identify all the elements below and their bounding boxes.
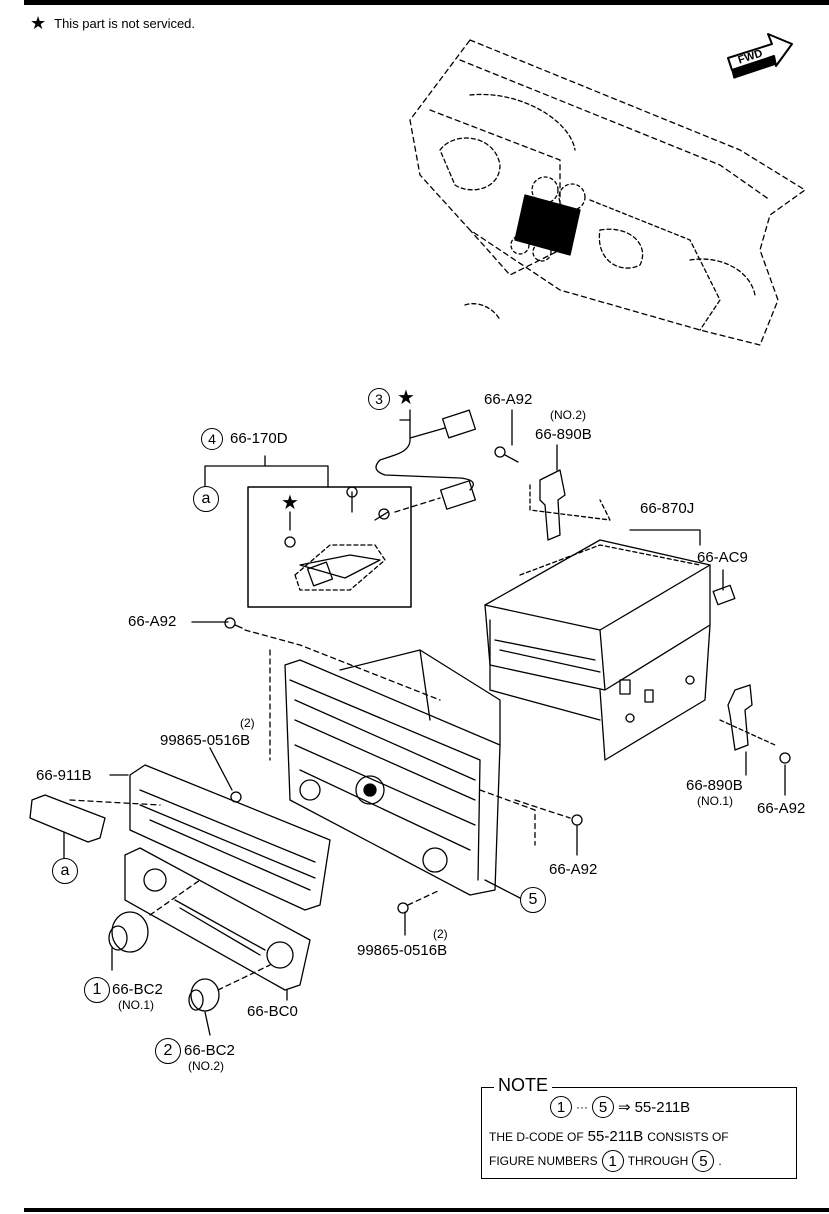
screw-a92-left [191,617,441,701]
note-line-1: 1 ··· 5 ⇒ 55-211B [550,1096,690,1118]
legend: ★ This part is not serviced. [30,14,195,32]
label-bc2-no2: 66-BC2 [184,1042,235,1059]
knob-bc2-no1 [108,879,201,971]
note-line-3-end: . [718,1154,722,1168]
bezel-911b [109,764,331,911]
note-circle-1: 1 [550,1096,572,1118]
note-line-3-circle-1: 1 [601,1150,624,1172]
note-line-2-a: THE D-CODE OF [489,1129,584,1144]
head-unit-chassis [269,649,536,896]
callout-4: 4 [201,428,223,450]
label-890b-no2: 66-890B [535,426,592,443]
leader-5 [484,879,521,899]
label-890b-no2-qty: (NO.2) [550,408,586,422]
fwd-arrow-icon [727,33,793,79]
label-a92-mid: 66-A92 [549,861,598,878]
label-a92-left: 66-A92 [128,613,177,630]
part-4-bracket-box [204,455,441,608]
leader-870j [629,529,701,546]
label-66-911b: 66-911B [36,767,92,784]
screw-0516b-bottom [397,889,441,936]
label-bc2-no1-qty: (NO.1) [118,998,154,1012]
part-66-870j-unit [484,539,736,761]
screw-a92-mid [514,799,583,856]
knob-bc2-no2 [188,964,271,1036]
callout-a-top: a [193,486,219,512]
label-66-bc0: 66-BC0 [247,1003,298,1020]
label-a92-top: 66-A92 [484,391,533,408]
note-arrow-icon: ⇒ [618,1099,631,1116]
note-line-2-b: CONSISTS OF [647,1129,729,1144]
note-circle-5: 5 [592,1096,614,1118]
label-66-870j: 66-870J [640,500,695,517]
callout-5: 5 [520,887,546,913]
label-890b-no1-qty: (NO.1) [697,794,733,808]
audio-unit-location [514,194,581,256]
callout-a-bottom: a [52,858,78,884]
label-a92-right: 66-A92 [757,800,806,817]
callout-2: 2 [155,1038,181,1064]
note-line-2-code: 55-211B [587,1128,644,1145]
label-bc2-no1: 66-BC2 [112,981,163,998]
note-line-3-a: FIGURE NUMBERS [489,1154,598,1168]
panel-bc0 [124,847,311,1001]
callout-3: 3 [368,388,390,410]
top-rule [24,0,829,5]
note-line-3: FIGURE NUMBERS 1 THROUGH 5 . [489,1150,722,1172]
note-line-3-mid: THROUGH [627,1154,689,1168]
dashboard-overview [409,39,806,346]
part-3-star-icon: ★ [397,387,415,409]
label-screw-bot: 99865-0516B [357,942,448,959]
star-icon: ★ [30,13,47,33]
note-dots: ··· [576,1100,588,1114]
label-bc2-no2-qty: (NO.2) [188,1059,224,1073]
label-66-170d: 66-170D [230,430,288,447]
note-box: NOTE 1 ··· 5 ⇒ 55-211B THE D-CODE OF 55-… [481,1076,797,1179]
label-screw-bot-qty: (2) [433,927,448,941]
legend-text: This part is not serviced. [54,15,196,31]
bracket-890b-no1 [719,684,791,764]
note-title: NOTE [494,1076,553,1094]
part-3-harness [375,409,477,510]
note-line-3-circle-5: 5 [692,1150,715,1172]
bracket-890b-no2 [494,446,611,541]
callout-1: 1 [84,977,110,1003]
label-66-ac9: 66-AC9 [697,549,748,566]
label-screw-top: 99865-0516B [160,732,251,749]
note-line-2: THE D-CODE OF 55-211B CONSISTS OF [489,1128,729,1145]
note-code: 55-211B [634,1098,691,1116]
label-screw-top-qty: (2) [240,716,255,730]
bottom-rule [24,1208,829,1212]
trim-piece-a [29,794,161,859]
bracket-star-icon: ★ [281,492,299,514]
label-890b-no1: 66-890B [686,777,743,794]
screw-0516b-top [209,747,242,803]
